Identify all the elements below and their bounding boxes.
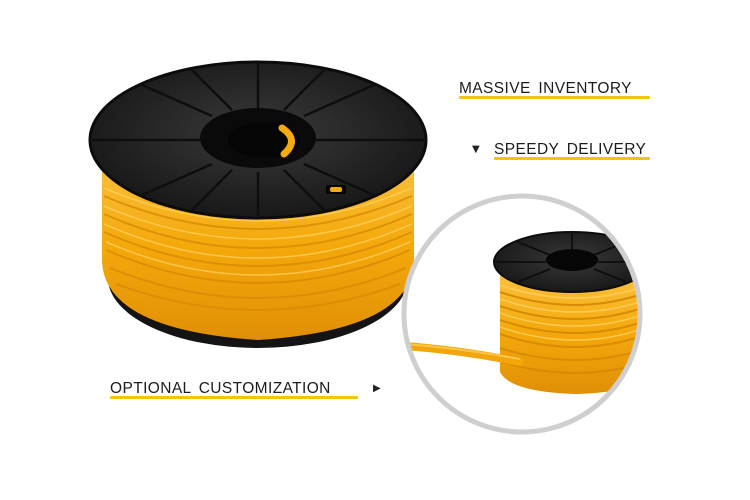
optional-customization-underline: [110, 396, 358, 399]
triangle-down-icon: ▼: [472, 144, 480, 155]
massive-inventory-underline: [459, 96, 650, 99]
speedy-delivery-text: SPEEDY DELIVERY: [494, 141, 647, 158]
main-spool: [88, 60, 428, 348]
triangle-right-icon: ▶: [373, 383, 381, 394]
optional-customization-label: OPTIONAL CUSTOMIZATION: [110, 380, 331, 398]
massive-inventory-text: MASSIVE INVENTORY: [459, 80, 632, 97]
zoom-detail-circle: [401, 193, 643, 435]
massive-inventory-label: MASSIVE INVENTORY: [459, 80, 632, 98]
speedy-delivery-label: SPEEDY DELIVERY: [494, 141, 646, 159]
optional-customization-text: OPTIONAL CUSTOMIZATION: [110, 380, 331, 397]
speedy-delivery-underline: [494, 157, 650, 160]
